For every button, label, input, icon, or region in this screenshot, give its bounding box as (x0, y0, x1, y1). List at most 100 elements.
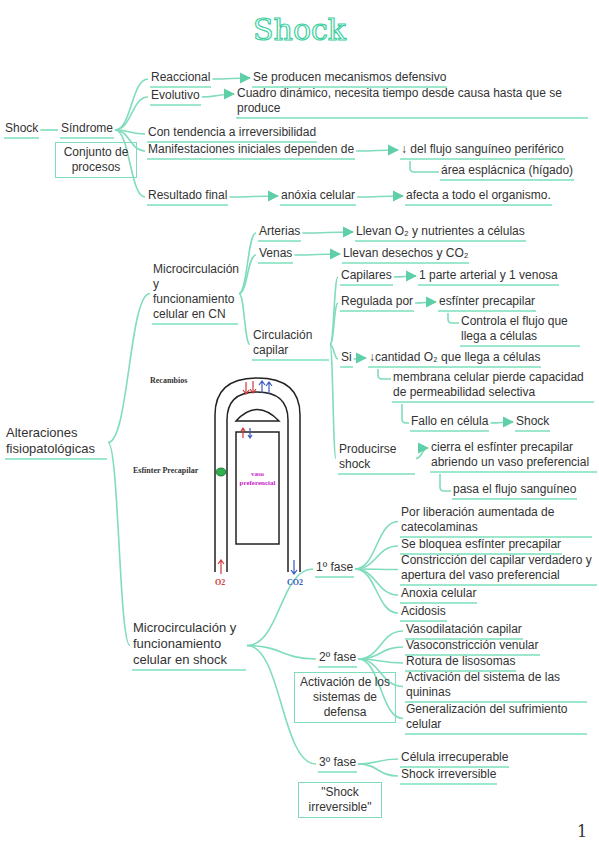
topic-text: 1 parte arterial y 1 venosa (418, 268, 559, 286)
topic-text: afecta a todo el organismo. (405, 188, 552, 206)
topic-text: Llevan O₂ y nutrientes a células (355, 224, 526, 242)
node-text: Acidosis (401, 604, 446, 619)
node-text: Llevan O₂ y nutrientes a células (356, 224, 525, 239)
topic-text: membrana celular pierde capacidad de per… (392, 370, 594, 403)
node-text: Se producen mecanismos defensivo (253, 70, 446, 85)
node-text: Anoxia celular (401, 586, 476, 601)
node-text: Manifestaciones iniciales dependen de (148, 142, 354, 157)
node-text: Llevan desechos y CO₂ (343, 246, 468, 261)
branch-line (330, 303, 338, 345)
branch-line (247, 569, 313, 646)
arrow-connector (490, 422, 513, 423)
node-text: Capilares (341, 268, 392, 283)
topic-text: Shock irreversible (400, 767, 497, 785)
vessel-inner-wall (227, 392, 288, 572)
branch-line (247, 646, 316, 660)
node-text: 2º fase (319, 650, 356, 665)
node-text: Célula irrecuperable (401, 750, 508, 765)
exchange-arrows (218, 381, 297, 574)
branch-line (358, 764, 398, 776)
node-text: área esplácnica (hígado) (441, 163, 573, 178)
node-text: membrana celular pierde capacidad de per… (393, 370, 593, 400)
node-text: Vasodilatación capilar (406, 622, 522, 637)
arrow-connector (202, 94, 234, 97)
figure-label: Esfínter Precapilar (133, 466, 198, 475)
branch-line (330, 277, 338, 345)
vessel-outer-wall (215, 378, 300, 572)
node-text: Shock (516, 414, 549, 429)
page-title: Shock (0, 12, 599, 47)
branch-line (330, 345, 336, 459)
node-text: Con tendencia a irreversibilidad (148, 125, 316, 140)
node-text: Síndrome (61, 121, 113, 136)
node-text: Resultado final (148, 188, 227, 203)
topic-text: Circulación capilar (252, 328, 329, 361)
branch-line (239, 233, 256, 294)
node-text: Activación de los sistemas de defensa (299, 675, 391, 720)
node-text: Microcirculación y funcionamiento celula… (153, 262, 237, 322)
node-text: Se bloquea esfínter precapilar (401, 537, 561, 552)
topic-text: anóxia celular (280, 188, 356, 206)
arrow-connector (394, 276, 416, 277)
topic-text: Evolutivo (150, 88, 201, 106)
topic-text: Capilares (340, 268, 393, 286)
arrow-connector (357, 196, 403, 197)
topic-text: Microcirculación y funcionamiento celula… (132, 620, 246, 671)
topic-text: Manifestaciones iniciales dependen de (147, 142, 355, 160)
node-text: Evolutivo (151, 88, 200, 103)
topic-text: Acidosis (400, 604, 447, 622)
boxed-note: "Shock irreversible" (298, 782, 382, 818)
topic-text: Constricción del capilar verdadero y ape… (400, 553, 597, 586)
node-text: Cuadro dinámico, necesita tiempo desde c… (237, 86, 587, 116)
topic-text: Síndrome (60, 121, 114, 139)
topic-text: cierra el esfínter precapilar abriendo u… (430, 440, 597, 473)
node-text: Constricción del capilar verdadero y ape… (401, 553, 596, 583)
node-text: pasa el flujo sanguíneo (453, 482, 576, 497)
node-text: Controla el flujo que llega a células (461, 314, 579, 344)
topic-text: Por liberación aumentada de catecolamina… (400, 505, 592, 538)
topic-text: ↓cantidad O₂ que llega a células (368, 350, 541, 368)
preferential-vessel (236, 432, 279, 544)
arrow-connector (229, 196, 278, 197)
topic-text: área esplácnica (hígado) (440, 163, 574, 181)
node-text: 3º fase (319, 755, 356, 770)
node-text: "Shock irreversible" (303, 785, 377, 815)
figure-label: O2 (215, 578, 225, 587)
branch-line (358, 759, 398, 764)
branch-line (108, 443, 130, 646)
branch-line (410, 161, 439, 172)
branch-line (440, 474, 451, 491)
topic-text: Reaccional (150, 70, 211, 88)
node-text: Si (341, 350, 352, 365)
node-text: cierra el esfínter precapilar abriendo u… (431, 440, 596, 470)
node-text: Rotura de lisosomas (406, 654, 515, 669)
node-text: Por liberación aumentada de catecolamina… (401, 505, 591, 535)
topic-text: 3º fase (318, 755, 357, 773)
figure-label: CO2 (287, 578, 303, 587)
boxed-note: Activación de los sistemas de defensa (294, 672, 396, 723)
arrow-connector (302, 232, 353, 233)
arrow-connector (354, 358, 366, 359)
node-text: ↓cantidad O₂ que llega a células (369, 350, 540, 365)
topic-text: Llevan desechos y CO₂ (342, 246, 469, 264)
arrow-connector (356, 150, 398, 151)
arrow-connector (416, 448, 428, 459)
node-text: Microcirculación y funcionamiento celula… (133, 620, 245, 668)
figure-label: 1 (577, 822, 587, 841)
branch-line (108, 294, 150, 443)
topic-text: Producirse shock (338, 442, 415, 475)
topic-text: Anoxia celular (400, 586, 477, 604)
branch-line (247, 646, 316, 765)
topic-text: Cuadro dinámico, necesita tiempo desde c… (236, 86, 588, 119)
figure-label: Recambios (150, 376, 187, 385)
node-text: Venas (259, 246, 292, 261)
node-text: ↓ del flujo sanguíneo periférico (401, 142, 564, 157)
figure-label: vaso preferencial (236, 470, 279, 488)
topic-text: Si (340, 350, 353, 368)
branch-line (355, 522, 398, 570)
node-text: Shock (5, 121, 38, 136)
topic-text: Con tendencia a irreversibilidad (147, 125, 317, 143)
topic-text: Fallo en célula (410, 414, 489, 432)
node-text: Reaccional (151, 70, 210, 85)
topic-text: Controla el flujo que llega a células (460, 314, 580, 347)
